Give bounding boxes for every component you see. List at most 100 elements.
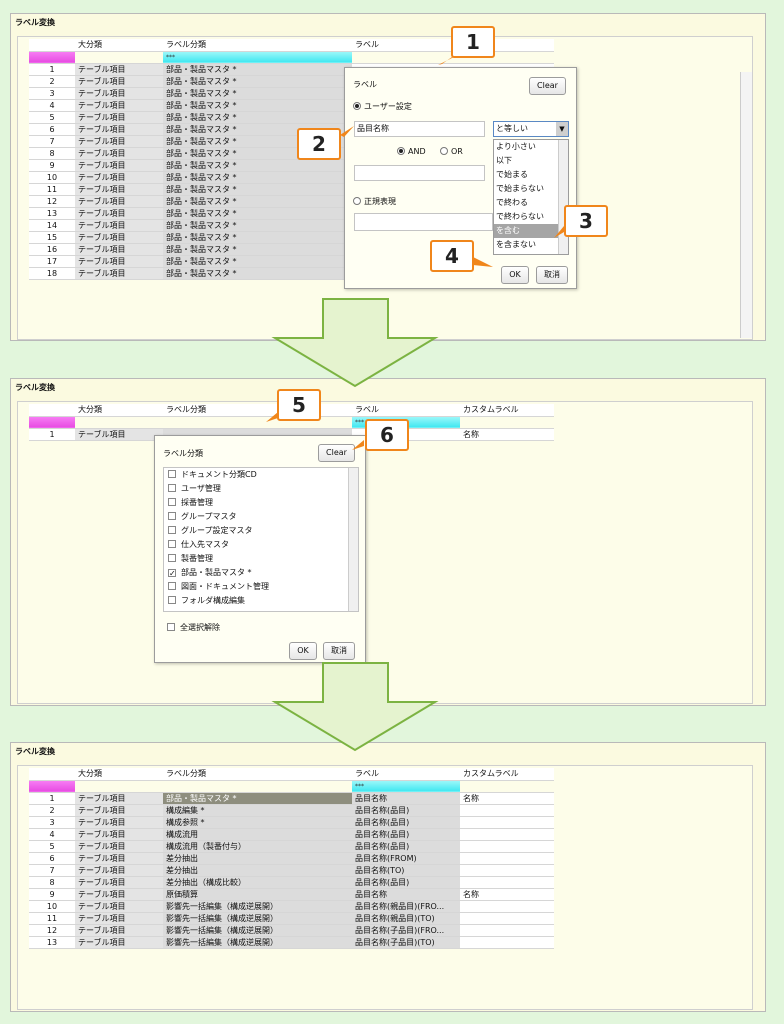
regex-input[interactable] bbox=[354, 213, 493, 231]
clear-button[interactable]: Clear bbox=[318, 444, 355, 462]
custom-label-cell bbox=[460, 876, 554, 889]
row-number: 17 bbox=[29, 255, 75, 268]
row-number: 4 bbox=[29, 99, 75, 112]
ok-button[interactable]: OK bbox=[501, 266, 529, 284]
label-class-cell: 部品・製品マスタ * bbox=[163, 792, 352, 805]
and-radio[interactable]: AND bbox=[397, 147, 426, 156]
filter-cell[interactable] bbox=[75, 780, 163, 793]
filter-cell[interactable]: *** bbox=[352, 780, 460, 793]
category-item[interactable]: ユーザ管理 bbox=[164, 482, 358, 496]
clear-button[interactable]: Clear bbox=[529, 77, 566, 95]
operator-option[interactable]: で始まる bbox=[496, 170, 528, 179]
header-custom-label: カスタムラベル bbox=[460, 768, 554, 781]
operator-option[interactable]: で始まらない bbox=[496, 184, 544, 193]
operator-select-value: と等しい bbox=[496, 124, 528, 133]
checkbox-icon[interactable] bbox=[168, 554, 176, 562]
filter-cell[interactable] bbox=[75, 416, 163, 429]
checkbox-icon[interactable] bbox=[168, 526, 176, 534]
filter-cell[interactable] bbox=[75, 51, 163, 64]
panel-title: ラベル変換 bbox=[15, 18, 55, 27]
operator-option[interactable]: 以下 bbox=[496, 156, 512, 165]
checkbox-icon[interactable] bbox=[168, 498, 176, 506]
row-number: 12 bbox=[29, 195, 75, 208]
checkbox-icon[interactable] bbox=[168, 484, 176, 492]
label-class-cell: 部品・製品マスタ * bbox=[163, 243, 352, 256]
cancel-button[interactable]: 取消 bbox=[536, 266, 568, 284]
operator-option[interactable]: を含まない bbox=[496, 240, 536, 249]
checkbox-icon[interactable] bbox=[168, 582, 176, 590]
operator-option[interactable]: を含む bbox=[494, 224, 558, 238]
user-setting-radio[interactable]: ユーザー設定 bbox=[353, 101, 412, 112]
dropdown-scrollbar[interactable] bbox=[558, 140, 568, 254]
category-cell: テーブル項目 bbox=[75, 852, 163, 865]
checkbox-icon[interactable] bbox=[168, 512, 176, 520]
row-number: 7 bbox=[29, 135, 75, 148]
category-item[interactable]: 採番管理 bbox=[164, 496, 358, 510]
vertical-scrollbar[interactable] bbox=[740, 72, 752, 338]
category-item[interactable]: 製番管理 bbox=[164, 552, 358, 566]
filter-cell[interactable] bbox=[163, 780, 352, 793]
filter-cell[interactable] bbox=[460, 416, 554, 429]
operator-select[interactable]: と等しい ▼ bbox=[493, 121, 569, 137]
popup-title: ラベル bbox=[353, 80, 377, 89]
operator-option[interactable]: で終わる bbox=[496, 198, 528, 207]
category-item[interactable]: グループ設定マスタ bbox=[164, 524, 358, 538]
filter-cell[interactable] bbox=[29, 780, 75, 793]
filter-row[interactable]: *** bbox=[29, 780, 554, 793]
filter-cell[interactable] bbox=[352, 51, 460, 64]
label-cell: 品目名称(子品目)(TO) bbox=[352, 936, 460, 949]
checkbox-icon[interactable] bbox=[168, 540, 176, 548]
filter-cell[interactable] bbox=[29, 416, 75, 429]
checkbox-icon[interactable] bbox=[168, 596, 176, 604]
callout-6: 6 bbox=[365, 419, 409, 451]
regex-radio[interactable]: 正規表現 bbox=[353, 196, 396, 207]
table-header: 大分類ラベル分類ラベルラベル bbox=[29, 39, 554, 52]
category-item[interactable]: 仕入先マスタ bbox=[164, 538, 358, 552]
filter-cell[interactable] bbox=[29, 51, 75, 64]
category-item[interactable]: 図面・ドキュメント管理 bbox=[164, 580, 358, 594]
category-item[interactable]: ✓部品・製品マスタ * bbox=[164, 566, 358, 580]
list-scrollbar[interactable] bbox=[348, 468, 358, 611]
select-all-checkbox[interactable]: 全選択解除 bbox=[167, 622, 220, 633]
or-radio[interactable]: OR bbox=[440, 147, 463, 156]
popup-title: ラベル分類 bbox=[163, 449, 203, 458]
filter-cell[interactable]: *** bbox=[163, 51, 352, 64]
category-cell: テーブル項目 bbox=[75, 207, 163, 220]
operator-option[interactable]: で終わらない bbox=[496, 212, 544, 221]
category-cell: テーブル項目 bbox=[75, 864, 163, 877]
checkbox-icon[interactable] bbox=[168, 470, 176, 478]
category-item[interactable]: グループマスタ bbox=[164, 510, 358, 524]
row-number: 12 bbox=[29, 924, 75, 937]
condition-input[interactable]: 品目名称 bbox=[354, 121, 485, 137]
cancel-button[interactable]: 取消 bbox=[323, 642, 355, 660]
category-item[interactable]: フォルダ構成編集 bbox=[164, 594, 358, 608]
checkbox-checked-icon[interactable]: ✓ bbox=[168, 569, 176, 578]
label-cell: 品目名称(品目) bbox=[352, 828, 460, 841]
filter-cell[interactable] bbox=[163, 416, 352, 429]
category-item[interactable]: ドキュメント分類CD bbox=[164, 468, 358, 482]
header-rownum bbox=[29, 768, 75, 781]
filter-cell[interactable] bbox=[460, 780, 554, 793]
ok-button[interactable]: OK bbox=[289, 642, 317, 660]
operator-option[interactable]: より小さい bbox=[496, 142, 536, 151]
row-number: 3 bbox=[29, 816, 75, 829]
second-condition-input[interactable] bbox=[354, 165, 485, 181]
